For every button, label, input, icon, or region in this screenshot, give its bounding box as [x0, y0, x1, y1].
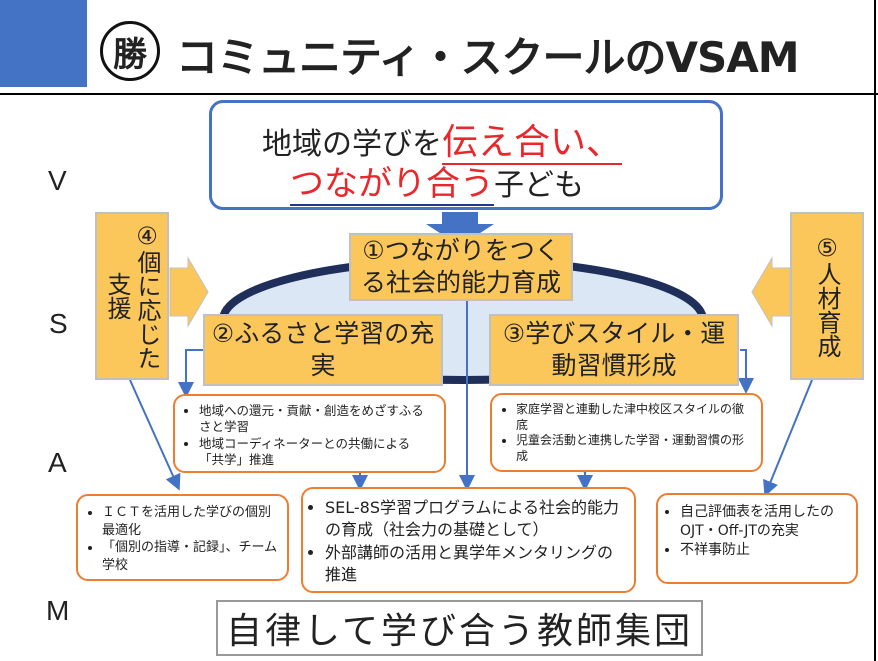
strategy-3-label: ③学びスタイル・運動習慣形成	[502, 318, 726, 381]
vision-down-arrow	[426, 212, 494, 246]
action-box-sel: SEL-8S学習プログラムによる社会的能力の育成（社会力の基礎として） 外部講師…	[301, 487, 636, 593]
action-item: 児童会活動と連携した学習・運動習慣の形成	[516, 433, 753, 464]
mission-box: 自律して学び合う教師集団	[216, 600, 703, 656]
vision-line-1: 地域の学びを伝え合い、	[262, 113, 623, 165]
strategy-2-label: ②ふるさと学習の充実	[211, 318, 435, 381]
action-box-manabi: 家庭学習と連動した津中校区スタイルの徹底 児童会活動と連携した学習・運動習慣の形…	[490, 393, 763, 472]
header-accent-block	[0, 0, 87, 87]
vision-box	[209, 100, 723, 210]
action-item: 「個別の指導・記録」、チーム学校	[102, 539, 279, 574]
vision-line-2: つながり合う子ども	[290, 156, 584, 206]
strategy-4-label: ④個に応じた支援	[103, 222, 161, 370]
mission-text: 自律して学び合う教師集団	[226, 611, 693, 652]
action-item: 不祥事防止	[680, 541, 848, 560]
action-box-kobetsu: ＩＣＴを活用した学びの個別最適化 「個別の指導・記録」、チーム学校	[76, 494, 289, 581]
strategy-5-label: ⑤人材育成	[813, 234, 841, 358]
vision-text-black-1: 地域の学びを	[262, 127, 442, 162]
vision-text-black-2: 子ども	[494, 168, 584, 203]
action-item: 自己評価表を活用したのOJT・Off-JTの充実	[680, 503, 848, 541]
strategy-3-card: ③学びスタイル・運動習慣形成	[489, 314, 739, 386]
action-item: 地域への還元・貢献・創造をめざすふるさと学習	[199, 403, 434, 436]
vision-text-red-1: 伝え合い、	[442, 122, 623, 165]
vision-text-red-2: つながり合う	[290, 164, 494, 206]
strategy-2-card: ②ふるさと学習の充実	[203, 314, 443, 386]
action-item: 外部講師の活用と異学年メンタリングの推進	[325, 542, 624, 587]
action-item: 地域コーディネーターとの共働による「共学」推進	[199, 436, 434, 469]
arrow-left-block	[751, 256, 791, 328]
action-item: ＩＣＴを活用した学びの個別最適化	[102, 504, 279, 539]
action-box-jinzai: 自己評価表を活用したのOJT・Off-JTの充実 不祥事防止	[656, 493, 858, 584]
strategy-5-card: ⑤人材育成	[790, 212, 864, 380]
arrow-right-block	[169, 256, 209, 328]
letter-v: V	[48, 165, 67, 196]
strategy-4-card: ④個に応じた支援	[95, 212, 169, 380]
action-item: 家庭学習と連動した津中校区スタイルの徹底	[516, 402, 753, 433]
page-title: コミュニティ・スクールのVSAM	[176, 33, 800, 82]
kachi-badge: 勝	[100, 21, 160, 81]
action-item: SEL-8S学習プログラムによる社会的能力の育成（社会力の基礎として）	[325, 497, 624, 542]
letter-a: A	[48, 447, 67, 478]
letter-m: M	[46, 595, 70, 626]
header-divider	[0, 93, 878, 95]
strategy-1-label: ①つながりをつくる社会的能力育成	[360, 235, 561, 298]
action-box-furusato: 地域への還元・貢献・創造をめざすふるさと学習 地域コーディネーターとの共働による…	[173, 394, 446, 473]
right-border	[874, 0, 876, 661]
letter-s: S	[49, 308, 68, 339]
strategy-1-card: ①つながりをつくる社会的能力育成	[349, 233, 573, 301]
